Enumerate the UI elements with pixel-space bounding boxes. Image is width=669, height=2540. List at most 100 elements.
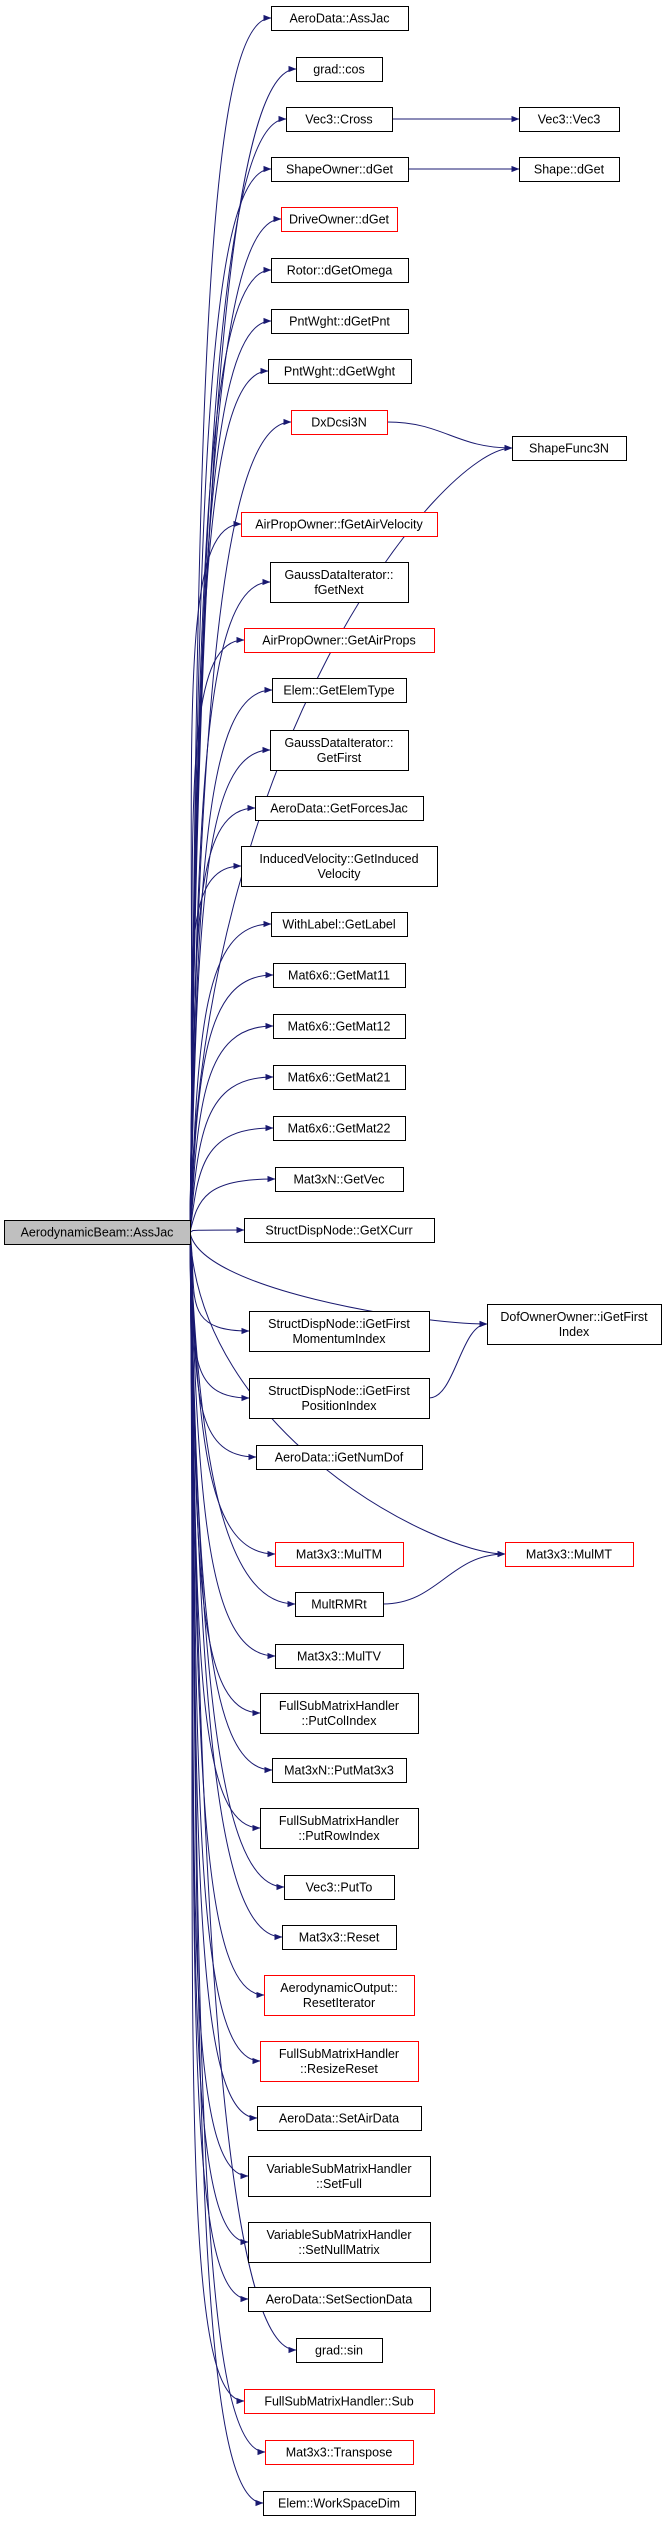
node-aerodata-setairdata[interactable]: AeroData::SetAirData <box>257 2106 422 2131</box>
node-dxdcsi3n[interactable]: DxDcsi3N <box>291 410 388 435</box>
node-box <box>284 1875 395 1900</box>
node-mat3xn-getvec[interactable]: Mat3xN::GetVec <box>275 1167 404 1192</box>
node-label: MultRMRt <box>311 1598 367 1612</box>
node-label: MomentumIndex <box>292 1332 386 1346</box>
node-multrmrt[interactable]: MultRMRt <box>295 1592 384 1617</box>
node-label: PositionIndex <box>301 1399 377 1413</box>
node-label: FullSubMatrixHandler <box>279 2047 399 2061</box>
node-label: grad::cos <box>313 63 364 77</box>
node-gaussdataiterator-fgetnext[interactable]: GaussDataIterator::fGetNext <box>270 562 409 603</box>
node-box <box>265 2440 414 2465</box>
node-variablesubmatrixhandler-setfull[interactable]: VariableSubMatrixHandler::SetFull <box>248 2156 431 2197</box>
node-box <box>512 436 627 461</box>
node-mat3x3-multm[interactable]: Mat3x3::MulTM <box>275 1542 404 1567</box>
node-box <box>271 912 408 937</box>
node-box <box>4 1220 191 1245</box>
node-box <box>296 57 383 82</box>
node-label: FullSubMatrixHandler::Sub <box>264 2395 413 2409</box>
node-label: Elem::GetElemType <box>283 684 394 698</box>
node-label: FullSubMatrixHandler <box>279 1699 399 1713</box>
node-vec3-vec3[interactable]: Vec3::Vec3 <box>519 107 620 132</box>
node-box <box>255 796 424 821</box>
node-label: FullSubMatrixHandler <box>279 1814 399 1828</box>
node-box <box>286 107 393 132</box>
node-label: Index <box>559 1325 590 1339</box>
node-aerodata-getforcesjac[interactable]: AeroData::GetForcesJac <box>255 796 424 821</box>
node-fullsubmatrixhandler-resizereset[interactable]: FullSubMatrixHandler::ResizeReset <box>260 2041 419 2082</box>
node-label: ::PutColIndex <box>301 1714 377 1728</box>
edge-aerodynamicbeam-assjac-to-rotor-dgetomega <box>189 266 272 1233</box>
node-label: ::SetNullMatrix <box>298 2243 380 2257</box>
node-fullsubmatrixhandler-putcolindex[interactable]: FullSubMatrixHandler::PutColIndex <box>260 1693 419 1734</box>
node-grad-cos[interactable]: grad::cos <box>296 57 383 82</box>
node-box <box>244 2389 435 2414</box>
edge-aerodynamicbeam-assjac-to-gaussdataiterator-getfirst <box>189 746 271 1233</box>
node-label: ShapeFunc3N <box>529 442 609 456</box>
node-vec3-putto[interactable]: Vec3::PutTo <box>284 1875 395 1900</box>
edge-aerodynamicbeam-assjac-to-fullsubmatrixhandler-putcolindex <box>189 1231 261 1717</box>
edge-aerodynamicbeam-assjac-to-dofownerowner-igetfirstindex <box>189 1231 488 1328</box>
node-grad-sin[interactable]: grad::sin <box>296 2338 383 2363</box>
node-box <box>487 1304 662 1345</box>
node-box <box>241 512 438 537</box>
node-box <box>273 963 406 988</box>
node-aerodata-setsectiondata[interactable]: AeroData::SetSectionData <box>248 2287 431 2312</box>
node-pntwght-dgetwght[interactable]: PntWght::dGetWght <box>268 359 412 384</box>
edge-dxdcsi3n-to-shapefunc3n <box>386 421 513 452</box>
node-box <box>260 1808 419 1849</box>
node-airpropowner-getairprops[interactable]: AirPropOwner::GetAirProps <box>244 628 435 653</box>
node-driveowner-dget[interactable]: DriveOwner::dGet <box>281 207 398 232</box>
node-mat6x6-getmat21[interactable]: Mat6x6::GetMat21 <box>273 1065 406 1090</box>
node-pntwght-dgetpnt[interactable]: PntWght::dGetPnt <box>271 309 409 334</box>
root-node-aerodynamicbeam-assjac[interactable]: AerodynamicBeam::AssJac <box>4 1220 191 1245</box>
node-mat3x3-reset[interactable]: Mat3x3::Reset <box>282 1925 397 1950</box>
node-label: Mat3xN::GetVec <box>293 1173 384 1187</box>
node-label: ::PutRowIndex <box>298 1829 380 1843</box>
node-box <box>272 1758 407 1783</box>
node-mat6x6-getmat12[interactable]: Mat6x6::GetMat12 <box>273 1014 406 1039</box>
node-box <box>249 1378 430 1419</box>
node-mat6x6-getmat22[interactable]: Mat6x6::GetMat22 <box>273 1116 406 1141</box>
node-box <box>275 1644 404 1669</box>
node-shapeowner-dget[interactable]: ShapeOwner::dGet <box>271 157 409 182</box>
node-label: Mat6x6::GetMat12 <box>288 1020 391 1034</box>
edge-aerodynamicbeam-assjac-to-multrmrt <box>189 1231 296 1608</box>
node-gaussdataiterator-getfirst[interactable]: GaussDataIterator::GetFirst <box>270 730 409 771</box>
node-box <box>273 1116 406 1141</box>
node-mat3xn-putmat3x3[interactable]: Mat3xN::PutMat3x3 <box>272 1758 407 1783</box>
node-mat3x3-mulmt[interactable]: Mat3x3::MulMT <box>505 1542 634 1567</box>
node-structdispnode-getxcurr[interactable]: StructDispNode::GetXCurr <box>244 1218 435 1243</box>
node-aerodata-assjac[interactable]: AeroData::AssJac <box>271 6 409 31</box>
node-elem-getelemtype[interactable]: Elem::GetElemType <box>272 678 407 703</box>
node-fullsubmatrixhandler-sub[interactable]: FullSubMatrixHandler::Sub <box>244 2389 435 2414</box>
node-elem-workspacedim[interactable]: Elem::WorkSpaceDim <box>263 2491 416 2516</box>
node-label: grad::sin <box>315 2344 363 2358</box>
node-box <box>505 1542 634 1567</box>
node-shapefunc3n[interactable]: ShapeFunc3N <box>512 436 627 461</box>
node-fullsubmatrixhandler-putrowindex[interactable]: FullSubMatrixHandler::PutRowIndex <box>260 1808 419 1849</box>
node-box <box>256 1445 423 1470</box>
node-label: PntWght::dGetWght <box>284 365 396 379</box>
node-label: Shape::dGet <box>534 163 605 177</box>
node-withlabel-getlabel[interactable]: WithLabel::GetLabel <box>271 912 408 937</box>
node-label: WithLabel::GetLabel <box>282 918 395 932</box>
node-aerodata-igetnumdof[interactable]: AeroData::iGetNumDof <box>256 1445 423 1470</box>
node-label: ::SetFull <box>316 2177 362 2191</box>
edge-aerodynamicbeam-assjac-to-mat6x6-getmat22 <box>189 1124 274 1233</box>
node-label: GaussDataIterator:: <box>284 568 393 582</box>
node-airpropowner-fgetairvelocity[interactable]: AirPropOwner::fGetAirVelocity <box>241 512 438 537</box>
node-vec3-cross[interactable]: Vec3::Cross <box>286 107 393 132</box>
node-mat6x6-getmat11[interactable]: Mat6x6::GetMat11 <box>273 963 406 988</box>
node-mat3x3-multv[interactable]: Mat3x3::MulTV <box>275 1644 404 1669</box>
node-mat3x3-transpose[interactable]: Mat3x3::Transpose <box>265 2440 414 2465</box>
node-label: AeroData::iGetNumDof <box>275 1451 404 1465</box>
node-variablesubmatrixhandler-setnullmatrix[interactable]: VariableSubMatrixHandler::SetNullMatrix <box>248 2222 431 2263</box>
node-shape-dget[interactable]: Shape::dGet <box>519 157 620 182</box>
edge-aerodynamicbeam-assjac-to-dxdcsi3n <box>189 418 292 1233</box>
node-aerodynamicoutput-resetiterator[interactable]: AerodynamicOutput::ResetIterator <box>264 1975 415 2016</box>
node-rotor-dgetomega[interactable]: Rotor::dGetOmega <box>271 258 409 283</box>
